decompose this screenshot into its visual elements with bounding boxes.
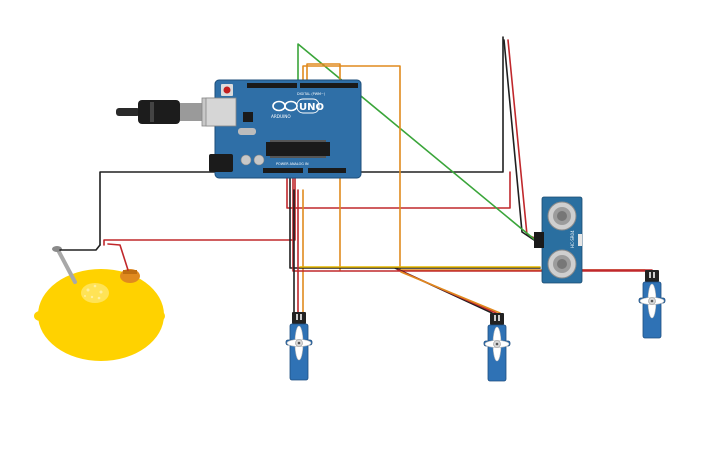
board-brand: ARDUINO <box>271 114 291 119</box>
board-model: UNO <box>299 102 324 113</box>
wire-orange-1[interactable] <box>302 65 646 271</box>
wire-green-trig[interactable] <box>297 43 541 245</box>
arduino-uno[interactable]: UNO ARDUINO DIGITAL (PWM~) POWER ANALOG … <box>205 79 362 179</box>
board-header-top-label: DIGITAL (PWM~) <box>297 92 326 96</box>
wire-red-lemon[interactable] <box>103 171 296 246</box>
board-header-bottom-label: POWER ANALOG IN <box>276 162 309 166</box>
servo-2[interactable] <box>483 312 511 382</box>
wire-black-bus[interactable] <box>289 171 541 269</box>
wires <box>99 36 653 314</box>
lemon-battery[interactable] <box>34 243 165 361</box>
servo-3[interactable] <box>638 269 666 339</box>
wire-black-sensor-gnd[interactable] <box>503 39 541 245</box>
ultrasonic-sensor[interactable]: HC-SR04 <box>534 196 583 284</box>
sensor-label: HC-SR04 <box>570 230 575 248</box>
servo-1[interactable] <box>285 311 313 381</box>
wire-red-sensor-h[interactable] <box>286 171 511 209</box>
wire-servo2-orange[interactable] <box>400 271 501 314</box>
wire-red-bus[interactable] <box>292 171 646 272</box>
